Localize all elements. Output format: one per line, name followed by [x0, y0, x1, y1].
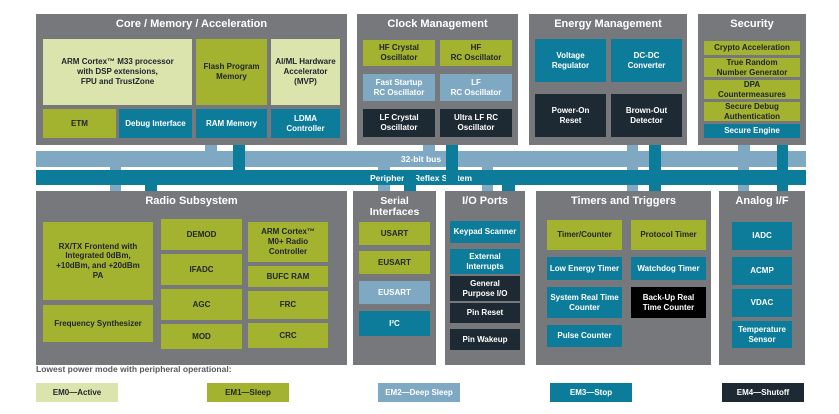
- section-title: Core / Memory / Acceleration: [115, 18, 268, 30]
- block-ultra-lf-rc-oscillator: Ultra LF RC Oscillator: [440, 109, 512, 137]
- block-i2c: I²C: [359, 311, 430, 336]
- block-general-purpose-io: General Purpose I/O: [450, 276, 520, 301]
- block-keypad-scanner: Keypad Scanner: [450, 221, 520, 243]
- block-secure-debug-authentication: Secure Debug Authentication: [704, 102, 800, 121]
- section-core-memory-acceleration: Core / Memory / Acceleration ARM Cortex™…: [36, 14, 347, 145]
- bus-connector: [145, 170, 157, 191]
- block-secure-engine: Secure Engine: [704, 124, 800, 138]
- block-pulse-counter: Pulse Counter: [547, 325, 622, 347]
- block-mod: MOD: [161, 324, 242, 349]
- block-eusart-2: EUSART: [359, 281, 430, 304]
- block-aiml-accelerator: AI/ML Hardware Accelerator (MVP): [271, 39, 340, 105]
- legend-em1-sleep: EM1—Sleep: [207, 383, 289, 402]
- bus-connector: [649, 170, 661, 191]
- block-system-real-time-counter: System Real Time Counter: [547, 287, 622, 318]
- block-etm: ETM: [43, 109, 116, 138]
- section-energy-management: Energy Management Voltage Regulator DC-D…: [529, 14, 687, 145]
- section-title: Analog I/F: [735, 195, 789, 207]
- block-flash-program-memory: Flash Program Memory: [196, 39, 267, 105]
- section-title: I/O Ports: [462, 195, 508, 207]
- legend-em0-active: EM0—Active: [36, 383, 118, 402]
- block-debug-interface: Debug Interface: [119, 109, 192, 138]
- bus-label: Peripheral Reflex System: [369, 172, 473, 183]
- bus-label: 32-bit bus: [400, 154, 442, 164]
- block-timer-counter: Timer/Counter: [547, 220, 622, 250]
- block-acmp: ACMP: [732, 257, 792, 285]
- bus-connector: [777, 170, 788, 191]
- section-title: Energy Management: [554, 18, 662, 30]
- bus-connector: [777, 145, 788, 185]
- block-agc: AGC: [161, 289, 242, 320]
- bus-peripheral-reflex-system: Peripheral Reflex System: [36, 170, 806, 185]
- legend-title: Lowest power mode with peripheral operat…: [36, 364, 232, 374]
- block-lf-crystal-oscillator: LF Crystal Oscillator: [363, 109, 435, 137]
- block-crypto-acceleration: Crypto Acceleration: [704, 41, 800, 55]
- block-power-on-reset: Power-On Reset: [535, 94, 606, 137]
- block-backup-real-time-counter: Back-Up Real Time Counter: [631, 287, 706, 318]
- block-crc: CRC: [248, 323, 328, 348]
- block-fast-startup-rc-oscillator: Fast Startup RC Oscillator: [363, 74, 435, 101]
- section-clock-management: Clock Management HF Crystal Oscillator H…: [357, 14, 518, 145]
- block-dpa-countermeasures: DPA Countermeasures: [704, 80, 800, 99]
- block-ram-memory: RAM Memory: [196, 109, 267, 138]
- block-lf-rc-oscillator: LF RC Oscillator: [440, 74, 512, 101]
- block-pin-wakeup: Pin Wakeup: [450, 329, 520, 350]
- block-temperature-sensor: Temperature Sensor: [732, 321, 792, 348]
- block-ldma-controller: LDMA Controller: [271, 109, 340, 138]
- section-analog-if: Analog I/F IADC ACMP VDAC Temperature Se…: [719, 191, 805, 365]
- block-dcdc-converter: DC-DC Converter: [611, 39, 682, 82]
- block-iadc: IADC: [732, 222, 792, 250]
- legend-em4-shutoff: EM4—Shutoff: [722, 383, 804, 402]
- block-ifadc: IFADC: [161, 254, 242, 285]
- block-rxtx-frontend: RX/TX Frontend with Integrated 0dBm, +10…: [43, 222, 153, 300]
- block-vdac: VDAC: [732, 289, 792, 317]
- block-demod: DEMOD: [161, 219, 242, 250]
- section-timers-and-triggers: Timers and Triggers Timer/Counter Protoc…: [536, 191, 711, 365]
- section-security: Security Crypto Acceleration True Random…: [698, 14, 806, 145]
- block-arm-cortex-m33: ARM Cortex™ M33 processor with DSP exten…: [43, 39, 192, 105]
- block-eusart-1: EUSART: [359, 251, 430, 274]
- bus-connector: [502, 170, 515, 191]
- block-usart: USART: [359, 222, 430, 245]
- section-title: Security: [730, 18, 774, 30]
- section-title: Serial Interfaces: [369, 195, 420, 219]
- section-title: Timers and Triggers: [571, 195, 676, 207]
- block-bufc-ram: BUFC RAM: [248, 266, 328, 287]
- block-frequency-synthesizer: Frequency Synthesizer: [43, 305, 153, 342]
- bus-connector: [446, 145, 458, 185]
- bus-connector: [404, 170, 416, 191]
- block-watchdog-timer: Watchdog Timer: [631, 257, 706, 280]
- block-arm-cortex-m0-radio-controller: ARM Cortex™ M0+ Radio Controller: [248, 222, 328, 262]
- block-protocol-timer: Protocol Timer: [631, 220, 706, 250]
- legend-em2-deep-sleep: EM2—Deep Sleep: [378, 383, 460, 402]
- block-low-energy-timer: Low Energy Timer: [547, 257, 622, 280]
- block-hf-crystal-oscillator: HF Crystal Oscillator: [363, 40, 435, 66]
- section-radio-subsystem: Radio Subsystem RX/TX Frontend with Inte…: [36, 191, 347, 365]
- bus-connector: [233, 145, 245, 185]
- section-serial-interfaces: Serial Interfaces USART EUSART EUSART I²…: [353, 191, 436, 365]
- section-title: Clock Management: [387, 18, 488, 30]
- block-pin-reset: Pin Reset: [450, 303, 520, 323]
- section-io-ports: I/O Ports Keypad Scanner External Interr…: [445, 191, 525, 365]
- block-hf-rc-oscillator: HF RC Oscillator: [440, 40, 512, 66]
- block-true-random-number-generator: True Random Number Generator: [704, 58, 800, 77]
- block-brown-out-detector: Brown-Out Detector: [611, 94, 682, 137]
- block-voltage-regulator: Voltage Regulator: [535, 39, 606, 82]
- bus-32-bit: 32-bit bus: [36, 151, 806, 167]
- block-external-interrupts: External Interrupts: [450, 249, 520, 274]
- section-title: Radio Subsystem: [145, 195, 238, 207]
- legend-em3-stop: EM3—Stop: [550, 383, 632, 402]
- block-frc: FRC: [248, 291, 328, 319]
